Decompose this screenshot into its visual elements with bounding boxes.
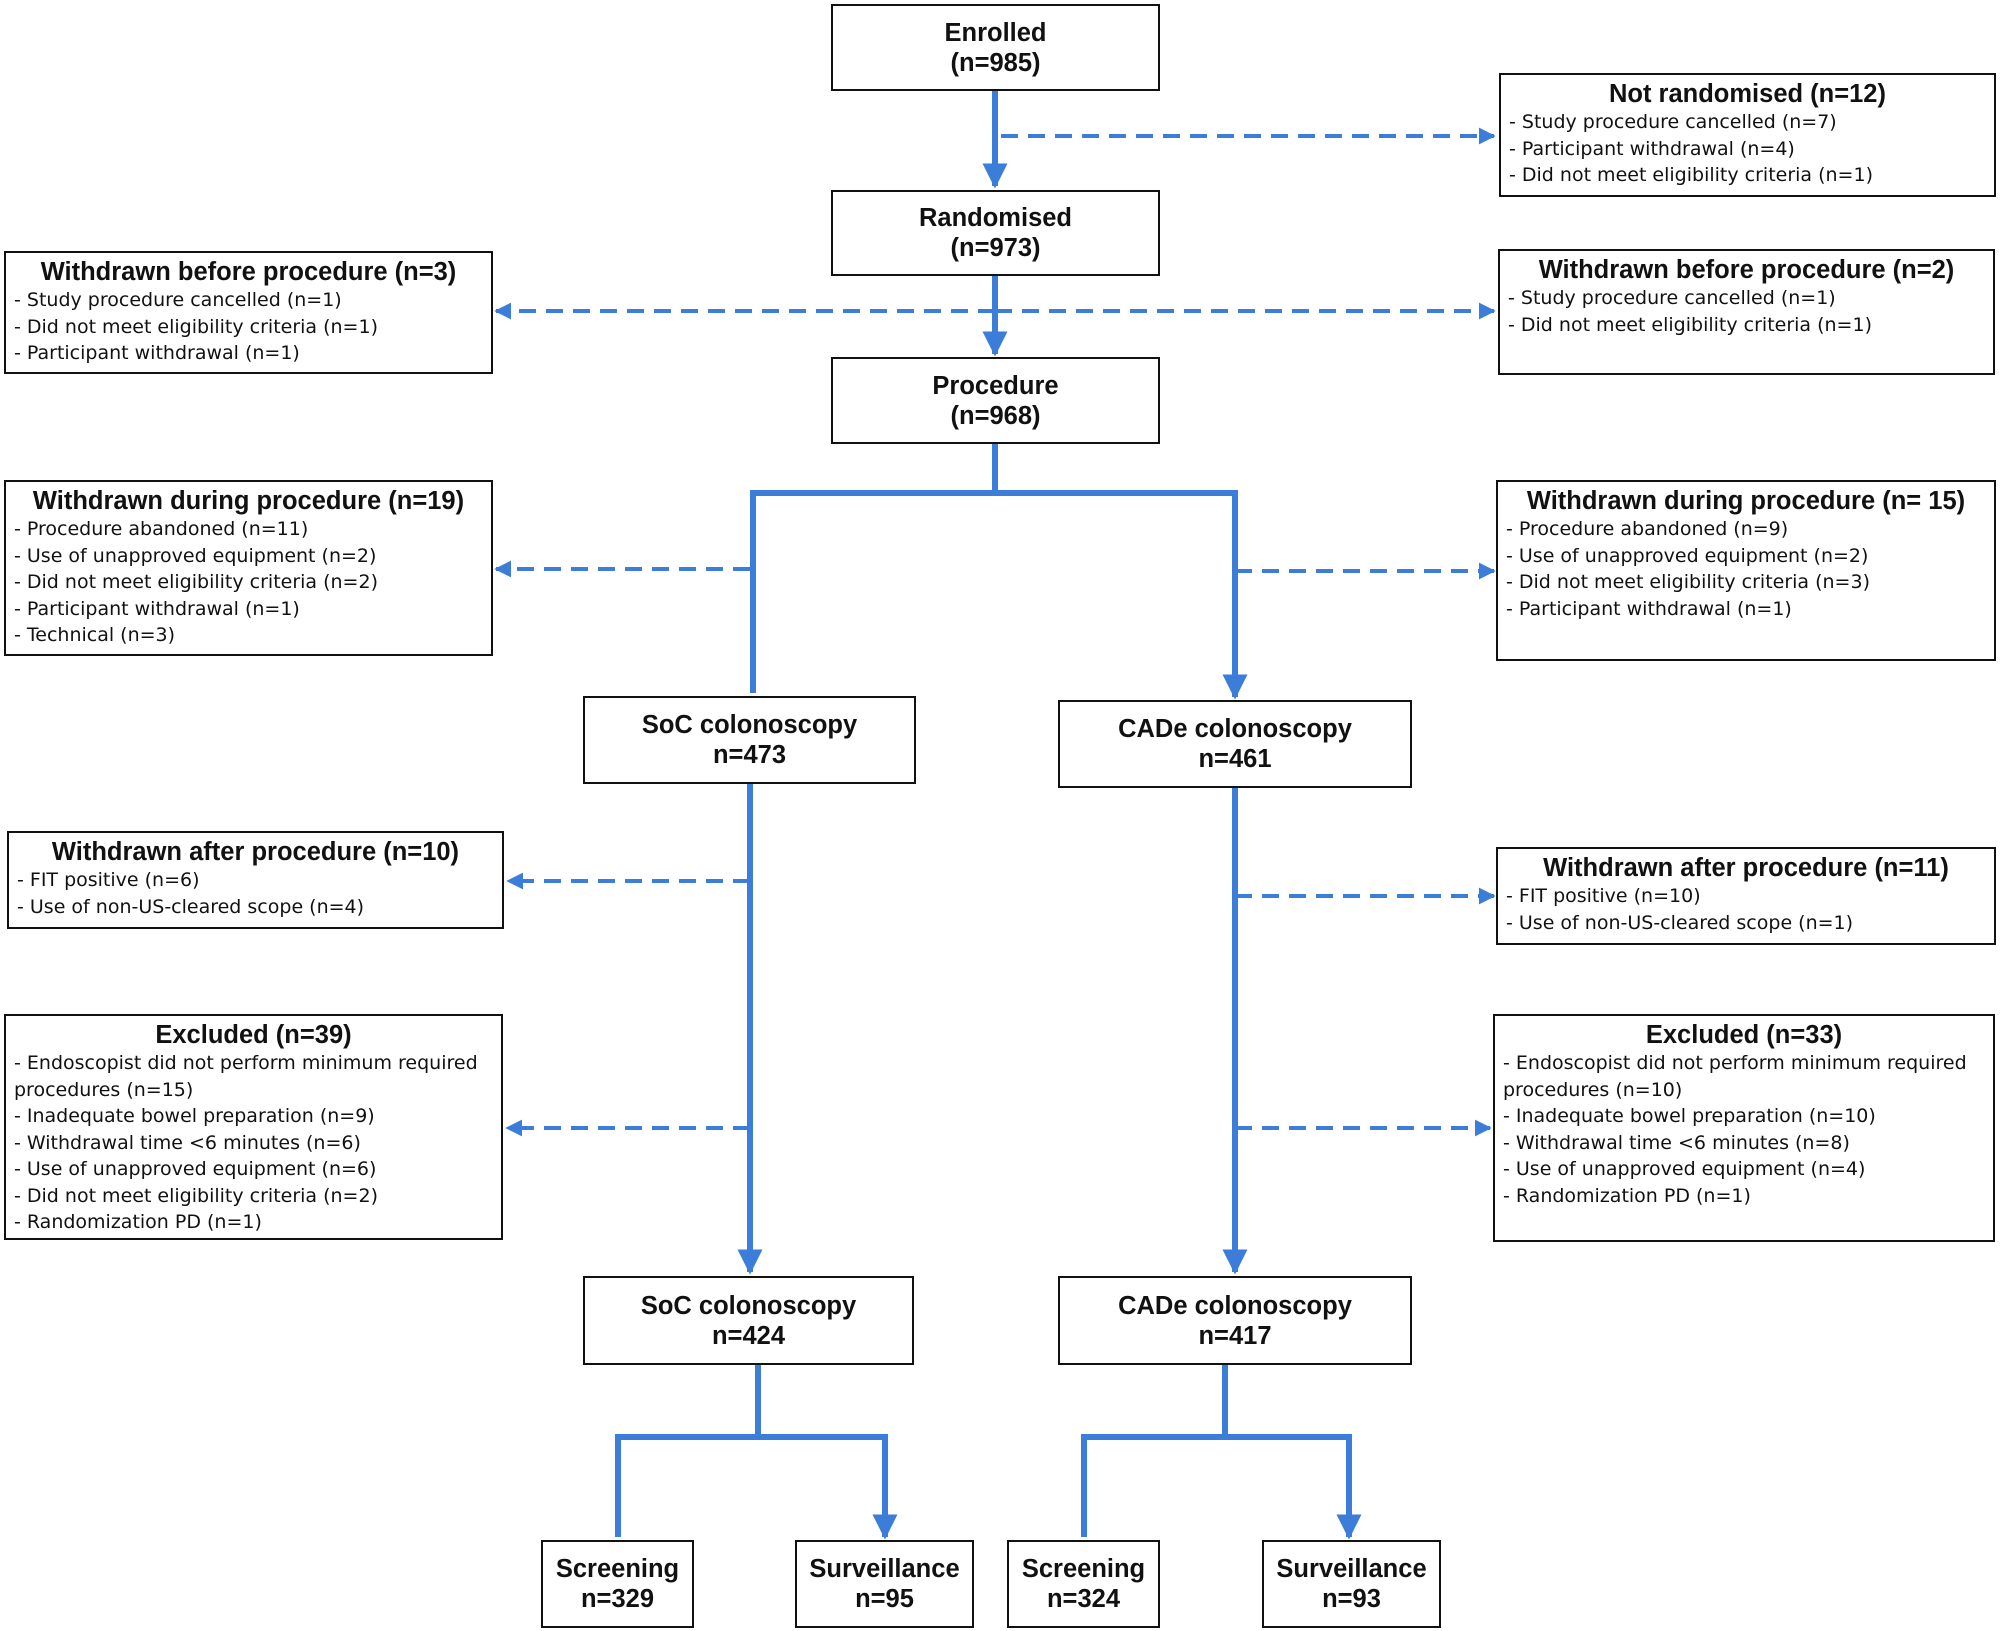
soc-screening-count: n=329 <box>580 1585 654 1613</box>
withdrawn-after-right-item: - FIT positive (n=10) <box>1506 885 1701 907</box>
excluded-right-item: - Endoscopist did not perform minimum re… <box>1503 1052 1967 1101</box>
excluded-left-item: - Randomization PD (n=1) <box>14 1211 262 1233</box>
excluded-left-item: - Endoscopist did not perform minimum re… <box>14 1052 478 1101</box>
soc-colonoscopy-analysed-box: SoC colonoscopy n=424 <box>583 1276 914 1365</box>
withdrawn-before-procedure-right-box: Withdrawn before procedure (n=2) - Study… <box>1498 249 1995 375</box>
withdrawn-after-left-title: Withdrawn after procedure (n=10) <box>51 838 460 866</box>
not-randomised-box: Not randomised (n=12) - Study procedure … <box>1499 73 1996 197</box>
randomised-label: Randomised <box>918 204 1073 232</box>
soc-surveillance-label: Surveillance <box>809 1555 960 1583</box>
soc-analysed-count: n=424 <box>711 1321 785 1350</box>
withdrawn-before-left-item: - Study procedure cancelled (n=1) <box>14 289 342 311</box>
cade-colonoscopy-analysed-box: CADe colonoscopy n=417 <box>1058 1276 1412 1365</box>
soc-surveillance-box: Surveillance n=95 <box>795 1540 974 1628</box>
randomised-box: Randomised (n=973) <box>831 190 1160 276</box>
soc-analysed-label: SoC colonoscopy <box>640 1291 857 1320</box>
withdrawn-during-right-item: - Did not meet eligibility criteria (n=3… <box>1506 571 1870 593</box>
excluded-right-item: - Withdrawal time <6 minutes (n=8) <box>1503 1131 1850 1154</box>
withdrawn-during-left-title: Withdrawn during procedure (n=19) <box>32 487 465 515</box>
withdrawn-before-right-item: - Study procedure cancelled (n=1) <box>1508 287 1836 309</box>
excluded-left-box: Excluded (n=39) - Endoscopist did not pe… <box>4 1014 503 1240</box>
soc-randomised-count: n=473 <box>712 741 786 769</box>
withdrawn-before-right-title: Withdrawn before procedure (n=2) <box>1538 256 1955 284</box>
procedure-box: Procedure (n=968) <box>831 357 1160 444</box>
split-soc-424 <box>615 1434 898 1540</box>
excluded-left-item: - Did not meet eligibility criteria (n=2… <box>14 1184 378 1207</box>
cade-randomised-count: n=461 <box>1198 745 1272 773</box>
cade-screening-label: Screening <box>1021 1555 1146 1583</box>
withdrawn-during-right-item: - Participant withdrawal (n=1) <box>1506 597 1792 620</box>
excluded-right-item: - Randomization PD (n=1) <box>1503 1184 1751 1207</box>
randomised-count: (n=973) <box>950 234 1041 262</box>
cade-screening-count: n=324 <box>1046 1585 1120 1613</box>
cade-surveillance-label: Surveillance <box>1276 1555 1427 1583</box>
withdrawn-before-left-item: - Did not meet eligibility criteria (n=1… <box>14 315 378 338</box>
withdrawn-before-left-title: Withdrawn before procedure (n=3) <box>40 258 457 286</box>
withdrawn-before-procedure-left-box: Withdrawn before procedure (n=3) - Study… <box>4 251 493 374</box>
withdrawn-during-left-item: - Procedure abandoned (n=11) <box>14 518 309 540</box>
withdrawn-before-left-item: - Participant withdrawal (n=1) <box>14 342 300 364</box>
excluded-left-title: Excluded (n=39) <box>155 1021 352 1049</box>
split-procedure <box>750 490 1248 700</box>
excluded-right-title: Excluded (n=33) <box>1645 1021 1843 1049</box>
cade-colonoscopy-randomised-box: CADe colonoscopy n=461 <box>1058 700 1412 788</box>
withdrawn-after-left-item: - Use of non-US-cleared scope (n=4) <box>17 895 365 918</box>
soc-colonoscopy-randomised-box: SoC colonoscopy n=473 <box>583 696 916 784</box>
not-randomised-item: - Participant withdrawal (n=4) <box>1509 137 1795 160</box>
withdrawn-after-procedure-left-box: Withdrawn after procedure (n=10) - FIT p… <box>7 831 504 929</box>
withdrawn-after-right-title: Withdrawn after procedure (n=11) <box>1543 854 1949 882</box>
withdrawn-during-right-item: - Procedure abandoned (n=9) <box>1506 518 1789 540</box>
cade-surveillance-box: Surveillance n=93 <box>1262 1540 1441 1628</box>
withdrawn-during-left-item: - Participant withdrawal (n=1) <box>14 597 300 620</box>
withdrawn-during-left-item: - Use of unapproved equipment (n=2) <box>14 544 377 567</box>
procedure-count: (n=968) <box>950 401 1041 430</box>
not-randomised-item: - Did not meet eligibility criteria (n=1… <box>1509 164 1873 186</box>
enrolled-box: Enrolled (n=985) <box>831 4 1160 91</box>
excluded-right-box: Excluded (n=33) - Endoscopist did not pe… <box>1493 1014 1995 1242</box>
soc-randomised-label: SoC colonoscopy <box>641 711 858 739</box>
withdrawn-after-right-item: - Use of non-US-cleared scope (n=1) <box>1506 911 1854 934</box>
excluded-left-item: - Withdrawal time <6 minutes (n=6) <box>14 1131 361 1154</box>
cade-screening-box: Screening n=324 <box>1007 1540 1160 1628</box>
cade-surveillance-count: n=93 <box>1322 1585 1381 1613</box>
enrolled-count: (n=985) <box>950 48 1041 77</box>
withdrawn-during-left-item: - Did not meet eligibility criteria (n=2… <box>14 571 378 593</box>
soc-screening-label: Screening <box>555 1555 680 1583</box>
soc-screening-box: Screening n=329 <box>541 1540 694 1628</box>
excluded-left-item: - Use of unapproved equipment (n=6) <box>14 1158 377 1180</box>
enrolled-label: Enrolled <box>944 18 1047 47</box>
withdrawn-during-right-title: Withdrawn during procedure (n= 15) <box>1526 487 1966 515</box>
excluded-right-item: - Inadequate bowel preparation (n=10) <box>1503 1105 1876 1127</box>
withdrawn-during-right-item: - Use of unapproved equipment (n=2) <box>1506 544 1869 567</box>
cade-randomised-label: CADe colonoscopy <box>1118 715 1352 743</box>
excluded-left-item: - Inadequate bowel preparation (n=9) <box>14 1105 375 1127</box>
not-randomised-item: - Study procedure cancelled (n=7) <box>1509 111 1837 133</box>
split-cade-417 <box>1081 1434 1362 1540</box>
withdrawn-during-procedure-right-box: Withdrawn during procedure (n= 15) - Pro… <box>1496 480 1996 661</box>
withdrawn-during-procedure-left-box: Withdrawn during procedure (n=19) - Proc… <box>4 480 493 656</box>
withdrawn-after-left-item: - FIT positive (n=6) <box>17 869 200 891</box>
cade-analysed-count: n=417 <box>1198 1321 1272 1350</box>
excluded-right-item: - Use of unapproved equipment (n=4) <box>1503 1158 1866 1180</box>
withdrawn-during-left-item: - Technical (n=3) <box>14 624 176 646</box>
procedure-label: Procedure <box>932 371 1059 400</box>
soc-surveillance-count: n=95 <box>855 1585 914 1613</box>
not-randomised-title: Not randomised (n=12) <box>1608 80 1886 108</box>
withdrawn-before-right-item: - Did not meet eligibility criteria (n=1… <box>1508 313 1872 336</box>
cade-analysed-label: CADe colonoscopy <box>1118 1291 1352 1320</box>
withdrawn-after-procedure-right-box: Withdrawn after procedure (n=11) - FIT p… <box>1496 847 1996 945</box>
